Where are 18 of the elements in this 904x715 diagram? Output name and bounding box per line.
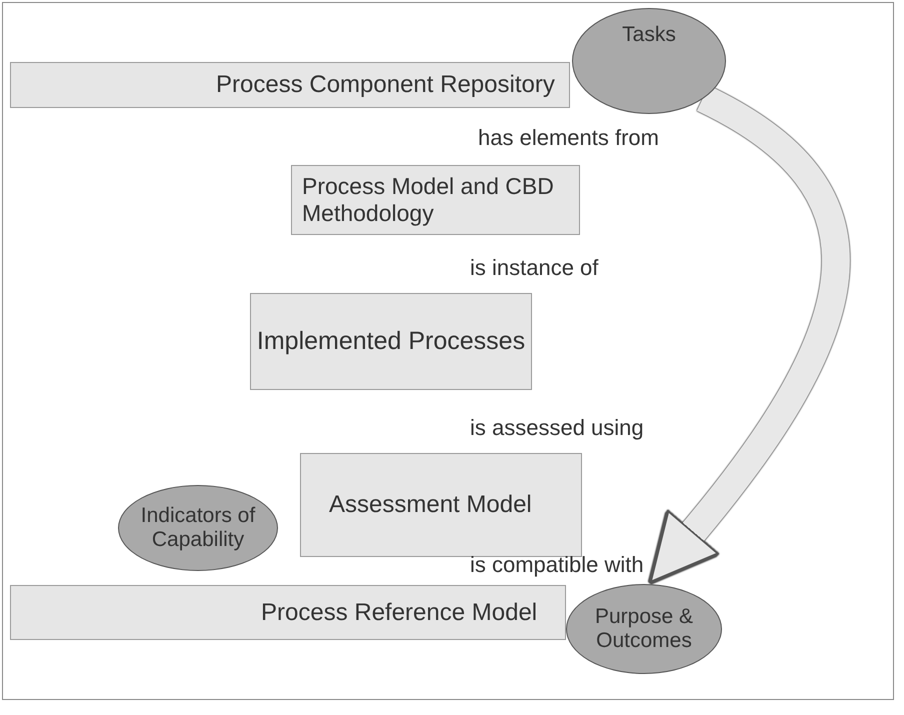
relation-label: is instance of bbox=[470, 255, 598, 281]
relation-label: is assessed using bbox=[470, 415, 644, 441]
bar-box bbox=[10, 62, 570, 108]
relation-label: is compatible with bbox=[470, 552, 644, 578]
relation-label: has elements from bbox=[478, 125, 659, 151]
node-label: Indicators of Capability bbox=[140, 504, 256, 552]
node-label: Process Component Repository bbox=[216, 71, 555, 99]
node-label: Tasks bbox=[622, 23, 676, 47]
process-box bbox=[250, 293, 532, 390]
node-label: Implemented Processes bbox=[256, 327, 526, 356]
node-label: Purpose & Outcomes bbox=[594, 605, 694, 653]
process-box bbox=[300, 453, 582, 557]
bar-box bbox=[10, 585, 566, 640]
process-box bbox=[291, 165, 580, 235]
curved-arrow bbox=[649, 86, 850, 586]
node-label: Assessment Model bbox=[329, 491, 532, 519]
node-label: Process Model and CBD Methodology bbox=[302, 173, 555, 227]
node-label: Process Reference Model bbox=[261, 598, 538, 626]
